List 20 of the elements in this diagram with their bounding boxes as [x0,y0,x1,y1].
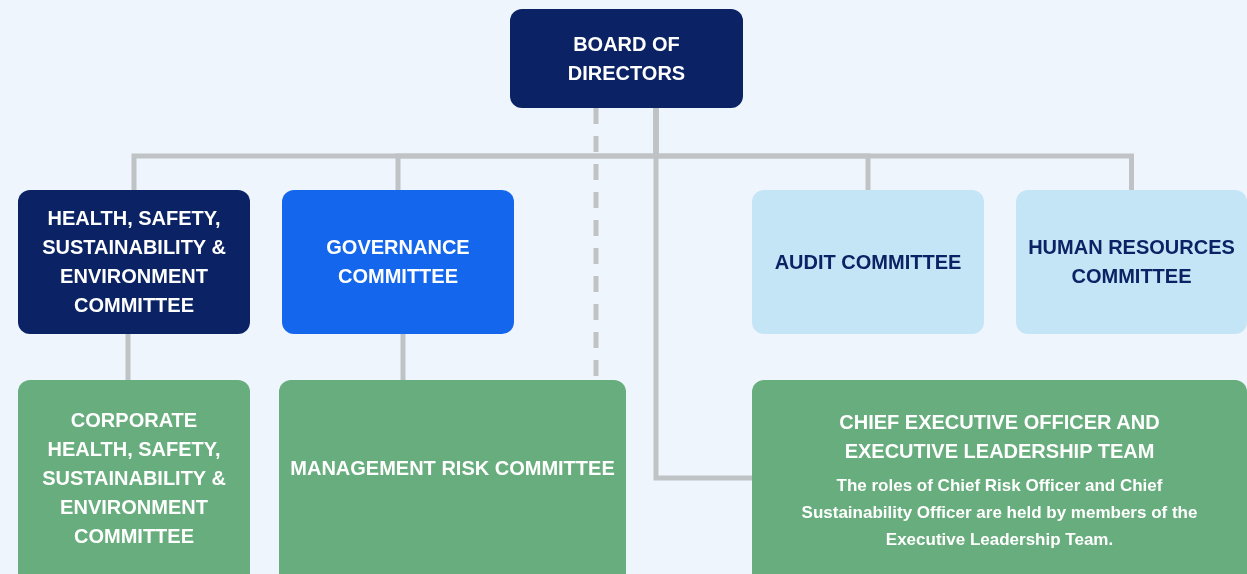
committee-box [752,190,984,334]
connector [400,334,406,380]
box-title: GOVERNANCE COMMITTEE [325,235,471,289]
committee-box [282,190,514,334]
connector [125,334,131,380]
box-title: BOARD OF DIRECTORS [566,31,687,86]
box-title: AUDIT COMMITTEE [774,249,962,275]
committee-box [279,380,626,574]
box-title: HUMAN RESOURCES COMMITTEE [1027,235,1236,289]
committee-box [18,380,250,574]
box-description: The roles of Chief Risk Officer and Chief Sustainability Officer are held by members of the Executive Leadership Team. [800,474,1199,551]
box-title: CORPORATE HEALTH, SAFETY, SUSTAINABILITY & ENVIRONMENT COMMITTEE [41,407,227,549]
committee-box [510,9,743,108]
box-title: CHIEF EXECUTIVE OFFICER AND EXECUTIVE LEADERSHIP TEAM [838,409,1161,464]
box-title: HEALTH, SAFETY, SUSTAINABILITY & ENVIRONMENT COMMITTEE [41,206,227,318]
box-title: MANAGEMENT RISK COMMITTEE [290,455,615,481]
committee-box [18,190,250,334]
committee-box [1016,190,1247,334]
connector [653,108,752,481]
committee-box [752,380,1247,574]
